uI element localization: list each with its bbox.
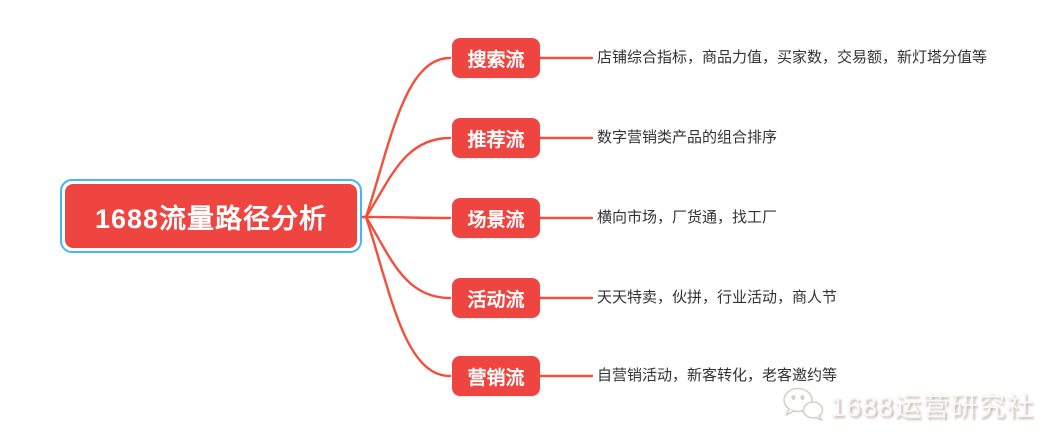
branch-description-search-flow[interactable]: 店铺综合指标，商品力值，买家数，交易额，新灯塔分值等 bbox=[597, 49, 988, 66]
watermark-text: 1688运营研究社 bbox=[830, 392, 1035, 422]
branch-description-activity-flow[interactable]: 天天特卖，伙拼，行业活动，商人节 bbox=[597, 289, 838, 306]
branch-description-recommend-flow[interactable]: 数字营销类产品的组合排序 bbox=[597, 129, 778, 146]
branch-node-recommend-flow[interactable]: 推荐流 bbox=[452, 118, 540, 158]
connector-curve-2 bbox=[364, 136, 452, 219]
branch-description-marketing-flow[interactable]: 自营销活动，新客转化，老客邀约等 bbox=[597, 367, 838, 384]
branch-description-scene-flow[interactable]: 横向市场，厂货通，找工厂 bbox=[597, 209, 778, 226]
connector-curve-5 bbox=[364, 215, 452, 378]
connector-curve-3 bbox=[364, 215, 452, 220]
branch-node-search-flow[interactable]: 搜索流 bbox=[452, 38, 540, 78]
watermark: 1688运营研究社 bbox=[781, 385, 1034, 424]
wechat-icon bbox=[783, 387, 824, 421]
connector-curve-4 bbox=[364, 215, 452, 300]
root-node-selection-outline: 1688流量路径分析 bbox=[60, 179, 362, 253]
branch-node-activity-flow[interactable]: 活动流 bbox=[452, 278, 540, 318]
branch-node-marketing-flow[interactable]: 营销流 bbox=[452, 356, 540, 396]
branch-node-scene-flow[interactable]: 场景流 bbox=[452, 198, 540, 238]
root-node[interactable]: 1688流量路径分析 bbox=[65, 184, 357, 248]
connector-curve-1 bbox=[364, 56, 452, 219]
